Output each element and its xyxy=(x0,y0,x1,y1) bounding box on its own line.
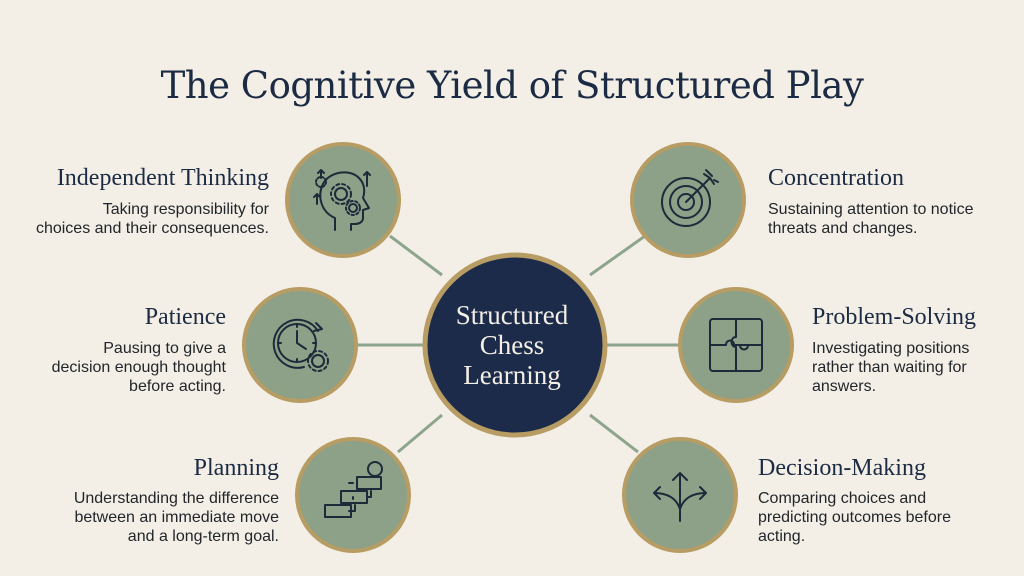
node-desc-concentration: Sustaining attention to notice threats a… xyxy=(768,200,973,238)
connector-independent-thinking xyxy=(389,234,443,277)
node-desc-line: predicting outcomes before xyxy=(758,509,951,526)
node-desc-line: Sustaining attention to notice xyxy=(768,201,974,218)
node-desc-line: threats and changes. xyxy=(768,220,918,237)
node-desc-independent-thinking: Taking responsibility for choices and th… xyxy=(36,200,269,238)
center-label-line: Structured xyxy=(455,300,569,330)
node-desc-line: before acting. xyxy=(129,378,226,395)
node-circle-planning xyxy=(295,437,411,553)
node-desc-line: answers. xyxy=(812,378,877,395)
page-title: The Cognitive Yield of Structured Play xyxy=(160,64,864,107)
node-title-patience: Patience xyxy=(144,304,226,330)
center-label-line: Chess xyxy=(479,330,545,360)
node-title-decision-making: Decision-Making xyxy=(758,455,926,481)
node-desc-decision-making: Comparing choices and predicting outcome… xyxy=(758,489,951,546)
node-title-concentration: Concentration xyxy=(768,165,904,191)
node-desc-line: acting. xyxy=(758,528,806,545)
node-title-planning: Planning xyxy=(193,455,279,481)
target-arrow-icon xyxy=(661,169,719,227)
connector-planning xyxy=(397,413,443,454)
clock-gear-icon xyxy=(272,318,329,372)
connector-decision-making xyxy=(589,413,639,454)
node-desc-planning: Understanding the difference between an … xyxy=(74,489,279,546)
node-desc-line: and a long-term goal. xyxy=(127,528,279,545)
node-desc-line: between an immediate move xyxy=(74,509,279,526)
node-title-independent-thinking: Independent Thinking xyxy=(56,165,269,191)
center-label-line: Learning xyxy=(463,360,561,390)
node-desc-line: choices and their consequences. xyxy=(35,220,269,237)
puzzle-icon xyxy=(709,318,763,372)
branching-arrows-icon xyxy=(653,472,707,522)
node-desc-line: decision enough thought xyxy=(51,359,226,376)
head-gears-icon xyxy=(313,169,371,231)
node-desc-line: Taking responsibility for xyxy=(102,201,269,218)
node-title-problem-solving: Problem-Solving xyxy=(812,304,977,330)
connector-concentration xyxy=(589,234,646,277)
node-desc-line: Pausing to give a xyxy=(103,340,226,357)
center-label: Structured Chess Learning xyxy=(428,300,596,390)
node-desc-line: Understanding the difference xyxy=(73,490,279,507)
node-desc-problem-solving: Investigating positions rather than wait… xyxy=(812,339,969,396)
stairs-goal-icon xyxy=(324,461,383,518)
node-desc-patience: Pausing to give a decision enough though… xyxy=(52,339,226,396)
node-desc-line: Comparing choices and xyxy=(758,490,927,507)
node-desc-line: Investigating positions xyxy=(812,340,970,357)
node-desc-line: rather than waiting for xyxy=(812,359,967,376)
center-circle xyxy=(422,252,608,438)
